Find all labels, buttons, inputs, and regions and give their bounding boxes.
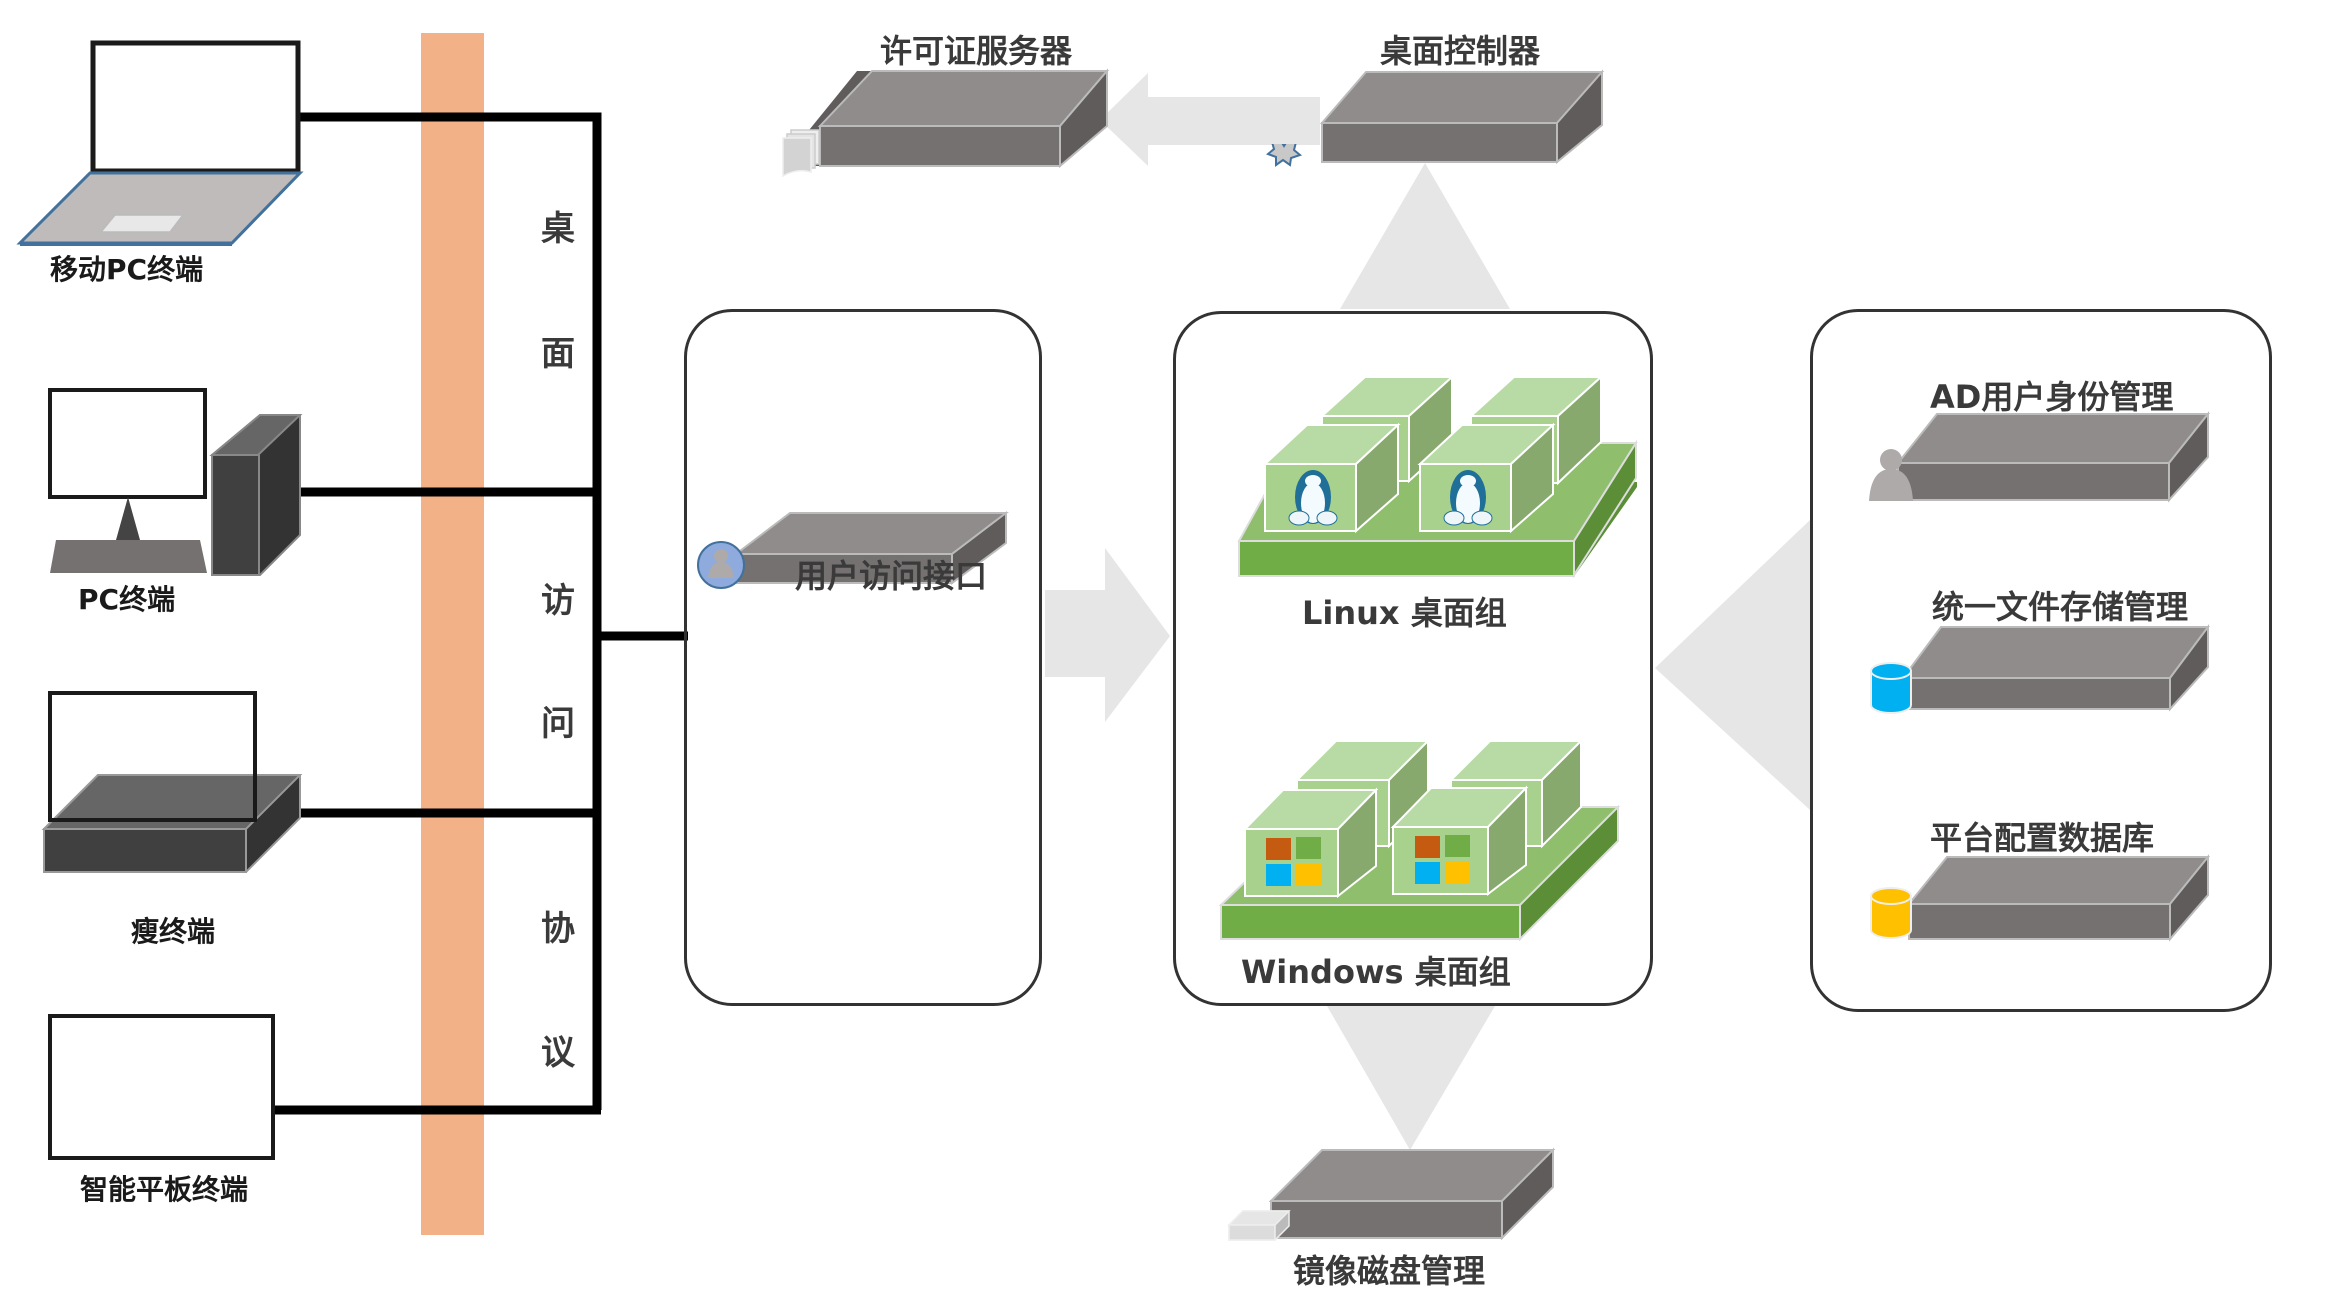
protocol-char: 议 <box>541 1033 575 1073</box>
config-db-label: 平台配置数据库 <box>1930 819 2155 857</box>
database-icon-blue <box>1870 662 1912 714</box>
terminal-label-tablet: 智能平板终端 <box>80 1173 249 1206</box>
laptop-icon <box>16 40 304 246</box>
database-icon-yellow <box>1870 887 1912 939</box>
ad-label: AD用户身份管理 <box>1930 378 2174 416</box>
tux-penguin-icon <box>1443 470 1493 526</box>
config-db-server-icon <box>1906 854 2211 942</box>
terminal-label-mobile-pc: 移动PC终端 <box>50 253 204 286</box>
windows-logo-icon <box>1266 837 1321 886</box>
protocol-char: 面 <box>541 334 575 374</box>
desktop-controller-label: 桌面控制器 <box>1380 32 1541 70</box>
arrow-access-to-desktop <box>1045 548 1170 722</box>
arrow-desktop-to-controller <box>1340 163 1510 309</box>
windows-group-label: Windows 桌面组 <box>1241 953 1511 991</box>
linux-desktop-group-icon <box>1237 374 1638 579</box>
protocol-char: 桌 <box>541 209 575 249</box>
access-interface-label: 用户访问接口 <box>795 557 988 595</box>
access-interface-server-icon <box>733 510 1009 585</box>
management-panel <box>1810 309 2272 1012</box>
desktop-group-panel <box>1173 311 1653 1006</box>
arrow-controller-to-license-head <box>1100 73 1148 166</box>
ad-server-icon <box>1895 411 2211 503</box>
protocol-bar <box>421 33 484 1235</box>
tux-penguin-icon <box>1288 470 1338 526</box>
desktop-pc-icon <box>48 388 303 576</box>
connection-lines <box>273 112 688 1115</box>
arrow-management-to-desktop <box>1655 520 1810 810</box>
image-disk-server-icon <box>1268 1147 1556 1241</box>
protocol-char: 访 <box>541 581 575 621</box>
user-avatar-icon <box>697 541 745 589</box>
arrow-controller-to-license-body <box>1148 97 1320 144</box>
linux-group-label: Linux 桌面组 <box>1302 594 1507 632</box>
protocol-char: 协 <box>541 909 575 949</box>
thin-client-icon <box>41 691 303 873</box>
image-disk-label: 镜像磁盘管理 <box>1293 1252 1486 1290</box>
line-mobile-pc <box>300 112 602 1110</box>
terminal-label-pc: PC终端 <box>78 583 176 616</box>
terminal-label-thin-client: 瘦终端 <box>131 915 216 948</box>
license-server-label: 许可证服务器 <box>880 32 1073 70</box>
access-panel <box>684 309 1042 1006</box>
disk-icon <box>1227 1210 1291 1241</box>
storage-label: 统一文件存储管理 <box>1932 588 2189 626</box>
windows-logo-icon <box>1415 835 1470 884</box>
license-server-icon <box>788 68 1110 169</box>
arrow-desktop-to-image <box>1327 1006 1495 1150</box>
storage-server-icon <box>1901 623 2210 712</box>
document-icon <box>782 129 820 178</box>
protocol-char: 问 <box>541 704 575 744</box>
desktop-controller-icon <box>1319 69 1605 165</box>
tablet-icon <box>48 1014 275 1160</box>
user-icon <box>1869 449 1913 501</box>
